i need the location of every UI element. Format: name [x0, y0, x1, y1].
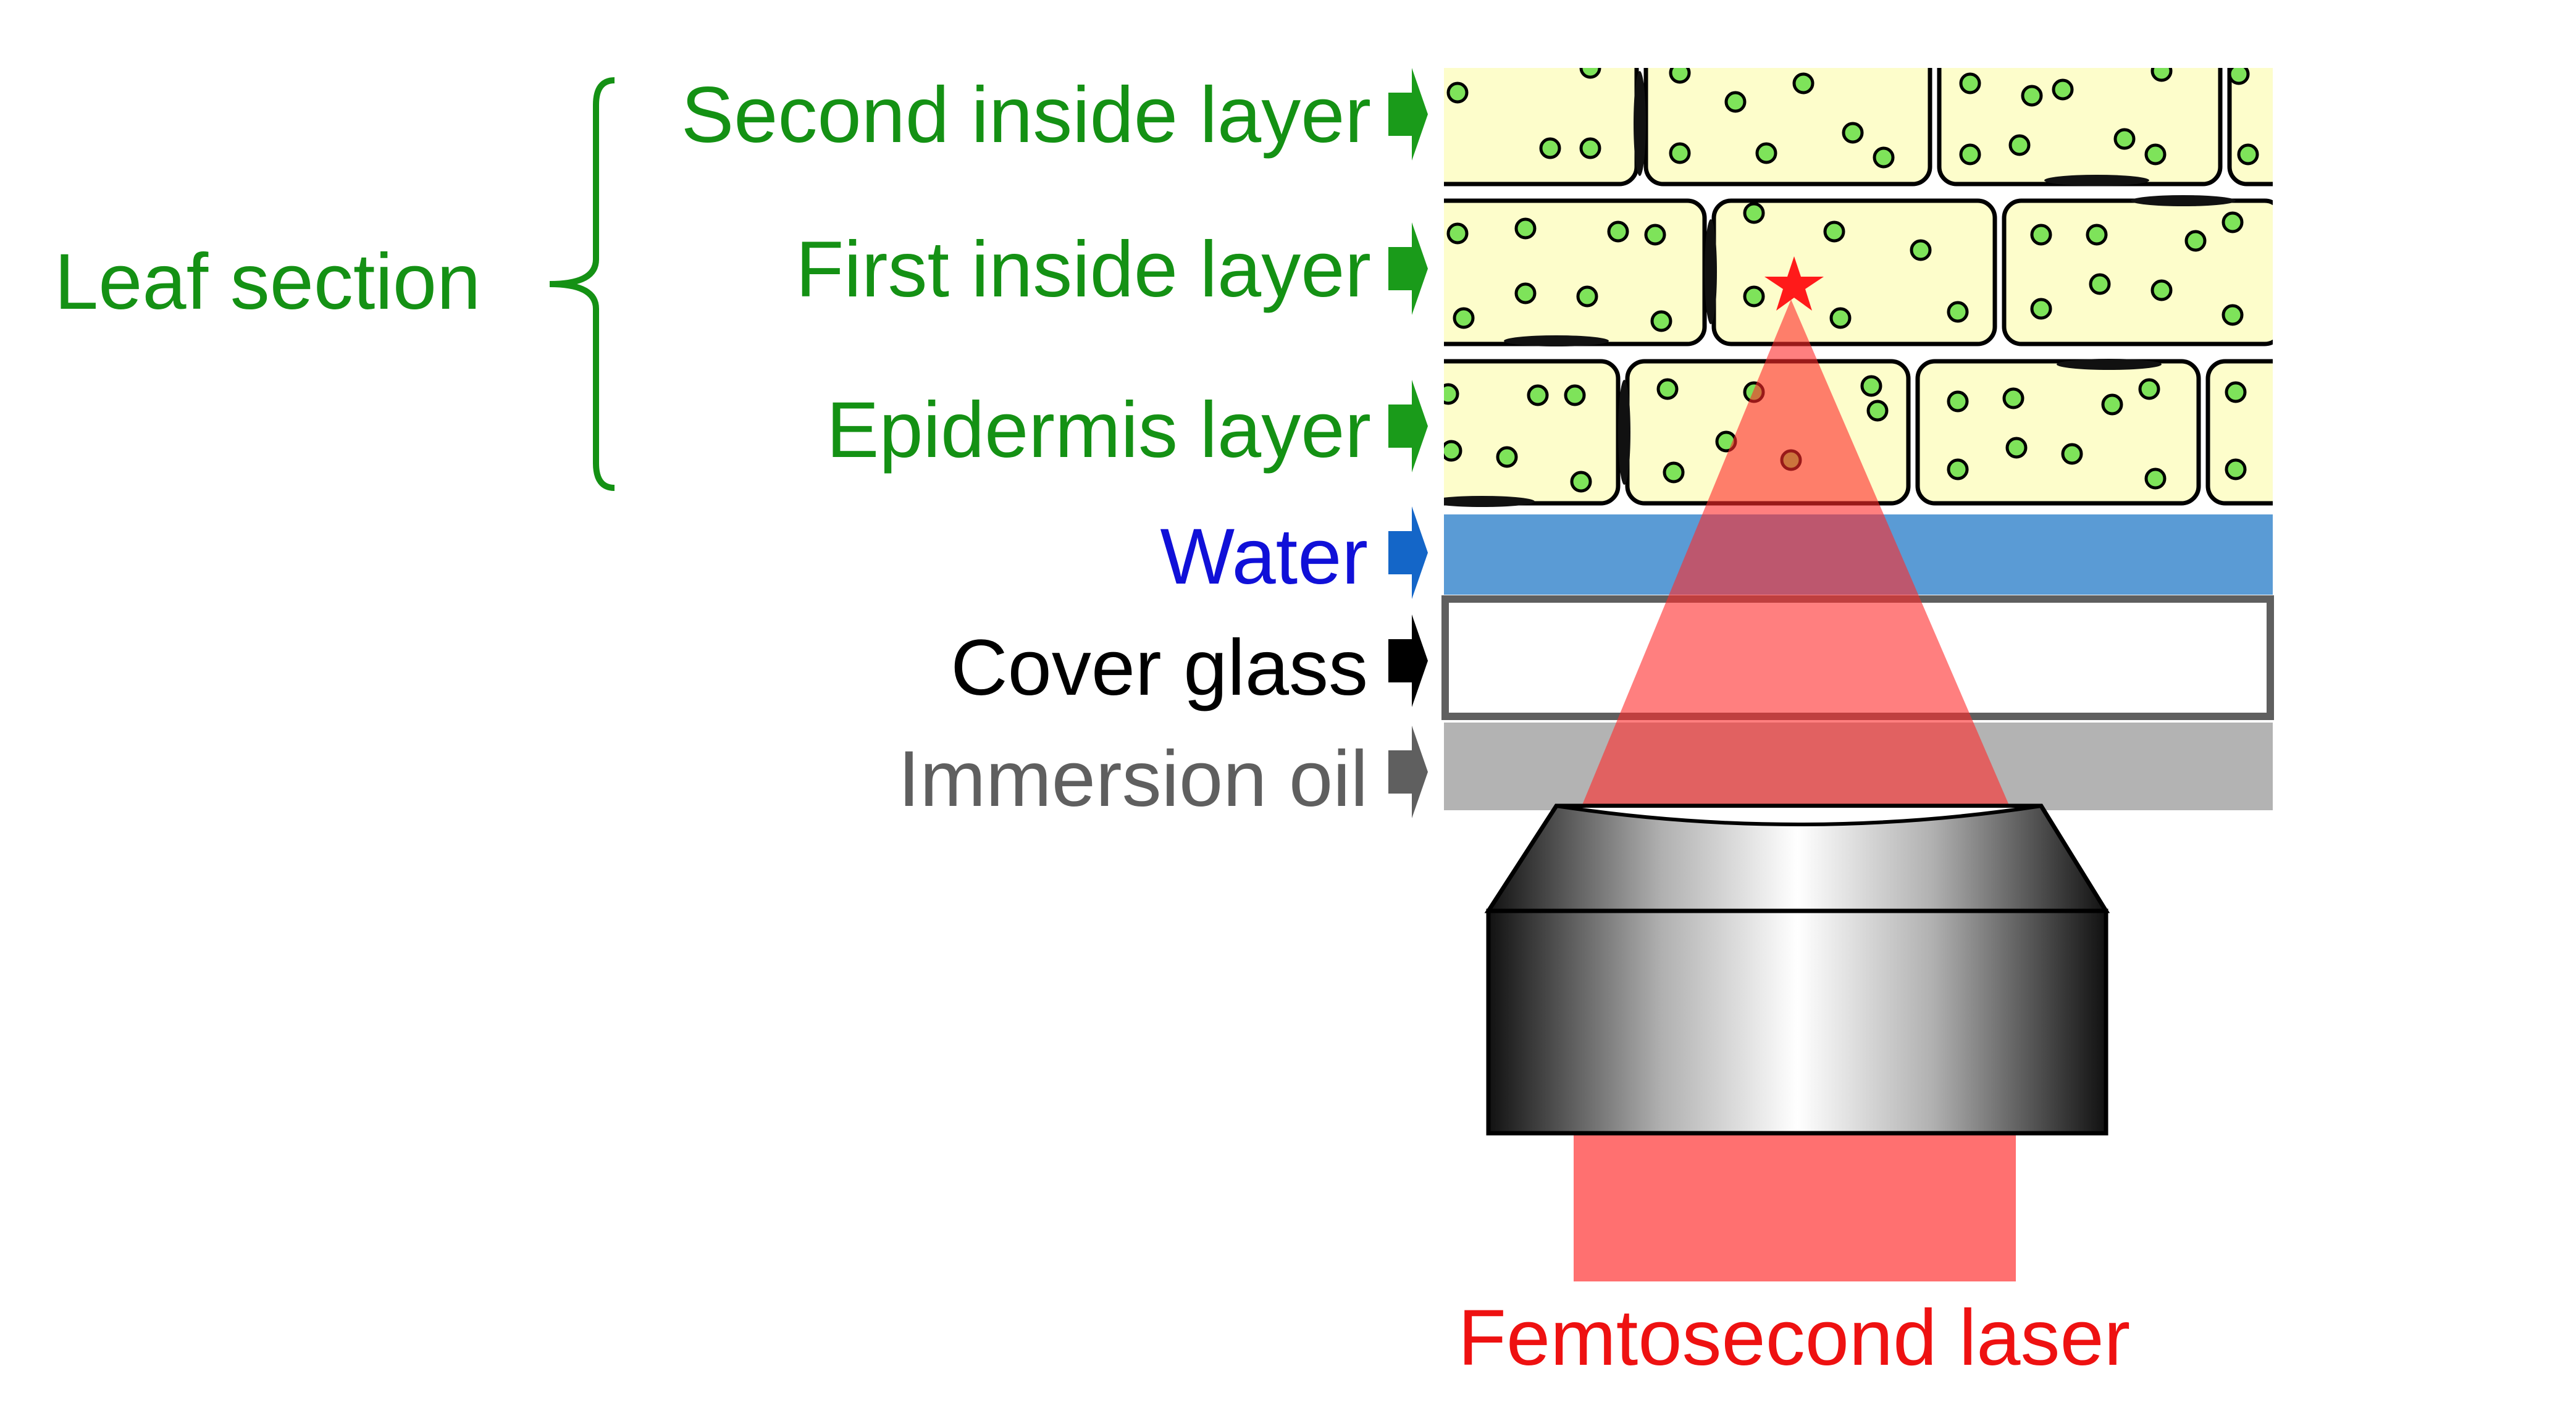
arrow-water [1388, 506, 1428, 599]
cell-nuclei [1444, 71, 2236, 507]
first-inside-layer-label: First inside layer [795, 225, 1371, 314]
immersion-oil-label: Immersion oil [898, 735, 1368, 823]
second-inside-layer-label: Second inside layer [681, 71, 1371, 159]
cover-glass-label: Cover glass [950, 624, 1368, 712]
arrow-immersion-oil [1388, 726, 1428, 818]
arrow-second-inside-layer [1388, 68, 1428, 161]
arrow-right-icon [1388, 68, 1428, 818]
arrow-epidermis-layer [1388, 380, 1428, 472]
focal-point-star-icon [1764, 256, 1824, 311]
leaf-tissue [1444, 68, 2273, 509]
laser-beam-cone [1578, 300, 2013, 815]
arrow-first-inside-layer [1388, 222, 1428, 315]
first-inside-layer-cells [1444, 198, 2273, 346]
femtosecond-laser-label: Femtosecond laser [1458, 1294, 2131, 1382]
bracket-icon [549, 77, 615, 491]
epidermis-layer-label: Epidermis layer [826, 386, 1371, 474]
leaf-section-label: Leaf section [54, 238, 480, 326]
laser-beam-collimated [1574, 1133, 2016, 1281]
objective-lens-icon [1484, 803, 2110, 1136]
water-label: Water [1160, 513, 1368, 601]
arrow-cover-glass [1388, 614, 1428, 707]
